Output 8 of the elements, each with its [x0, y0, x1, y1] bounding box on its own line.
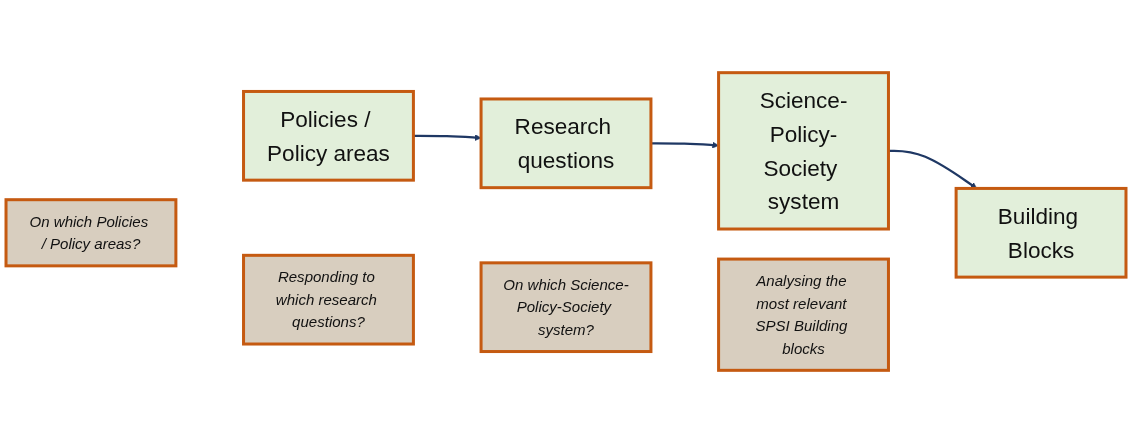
node-box: On which Policies / Policy areas?	[4, 198, 178, 268]
node-box: On which Science-Policy-Society system?	[479, 261, 653, 354]
node-box: Research questions	[479, 97, 653, 190]
node-box: Responding to which research questions?	[242, 253, 415, 346]
node-box: Building Blocks	[954, 186, 1128, 279]
node-box: Analysing the most relevant SPSI Building blocks	[717, 257, 890, 372]
node-box: Policies / Policy areas	[242, 89, 415, 182]
node-box: Science-Policy-Society system	[717, 71, 890, 231]
